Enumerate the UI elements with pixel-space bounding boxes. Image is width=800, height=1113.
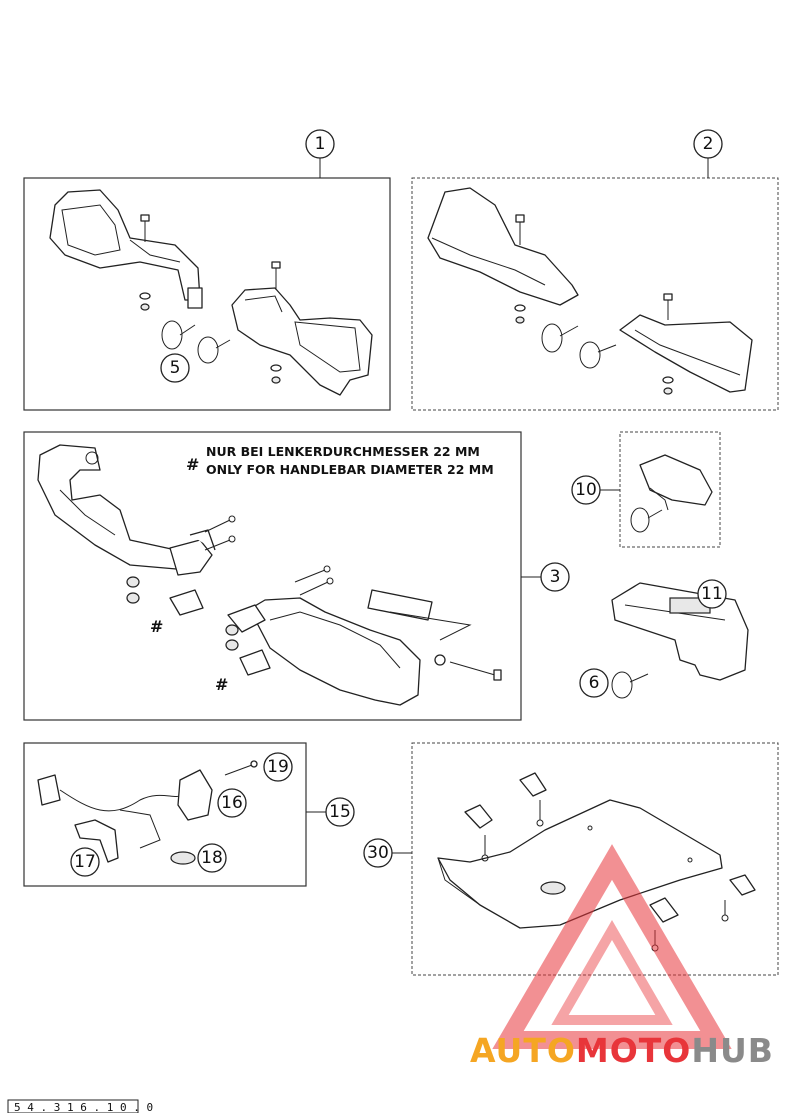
part-11-block: 11 6 (579, 579, 749, 699)
panel-30-skid-plate: 30 (363, 742, 779, 976)
svg-text:#: # (186, 455, 199, 474)
callout-5: 5 (160, 353, 190, 383)
svg-text:AUTOMOTOHUB: AUTOMOTOHUB (470, 1031, 774, 1070)
svg-text:5: 5 (170, 358, 181, 378)
svg-text:#: # (150, 617, 163, 636)
svg-text:18: 18 (201, 848, 223, 868)
panel-3-handguard-kit: 3 # NUR BEI LENKERDURCHMESSER 22 MM ONLY… (23, 431, 570, 721)
callout-10: 10 (571, 475, 601, 505)
svg-text:16: 16 (221, 793, 243, 813)
svg-text:10: 10 (575, 480, 597, 500)
watermark-hub: HUB (691, 1031, 774, 1070)
note-german: NUR BEI LENKERDURCHMESSER 22 MM (206, 444, 480, 459)
svg-text:3: 3 (550, 567, 561, 587)
panel-10-cover: 10 (571, 431, 721, 548)
callout-17: 17 (70, 847, 100, 877)
svg-text:30: 30 (367, 843, 389, 863)
panel-2-handguards: 2 (411, 129, 779, 411)
svg-text:19: 19 (267, 757, 289, 777)
callout-16: 16 (217, 788, 247, 818)
panel-1-handguards: 1 5 (23, 129, 391, 411)
svg-text:2: 2 (703, 134, 714, 154)
callout-30: 30 (363, 838, 393, 868)
callout-2: 2 (693, 129, 723, 159)
svg-text:6: 6 (589, 673, 600, 693)
watermark-auto: AUTO (470, 1031, 576, 1070)
svg-text:1: 1 (315, 134, 326, 154)
note-english: ONLY FOR HANDLEBAR DIAMETER 22 MM (206, 462, 494, 477)
callout-11: 11 (697, 579, 727, 609)
callout-15: 15 (325, 797, 355, 827)
callout-19: 19 (263, 752, 293, 782)
footer-code: 5 4 . 3 1 6 . 1 0 . 0 (7, 1099, 153, 1113)
svg-text:15: 15 (329, 802, 351, 822)
panel-15-wiring: 15 16 19 17 18 (23, 742, 355, 887)
svg-text:17: 17 (74, 852, 96, 872)
callout-1: 1 (305, 129, 335, 159)
callout-6: 6 (579, 668, 609, 698)
svg-text:5 4 . 3 1 6 . 1 0 . 0: 5 4 . 3 1 6 . 1 0 . 0 (14, 1101, 153, 1113)
callout-3: 3 (540, 562, 570, 592)
watermark-moto: MOTO (576, 1031, 691, 1070)
watermark-logo: AUTOMOTOHUB (470, 844, 774, 1070)
svg-text:11: 11 (701, 584, 723, 604)
callout-18: 18 (197, 843, 227, 873)
svg-text:#: # (215, 675, 228, 694)
